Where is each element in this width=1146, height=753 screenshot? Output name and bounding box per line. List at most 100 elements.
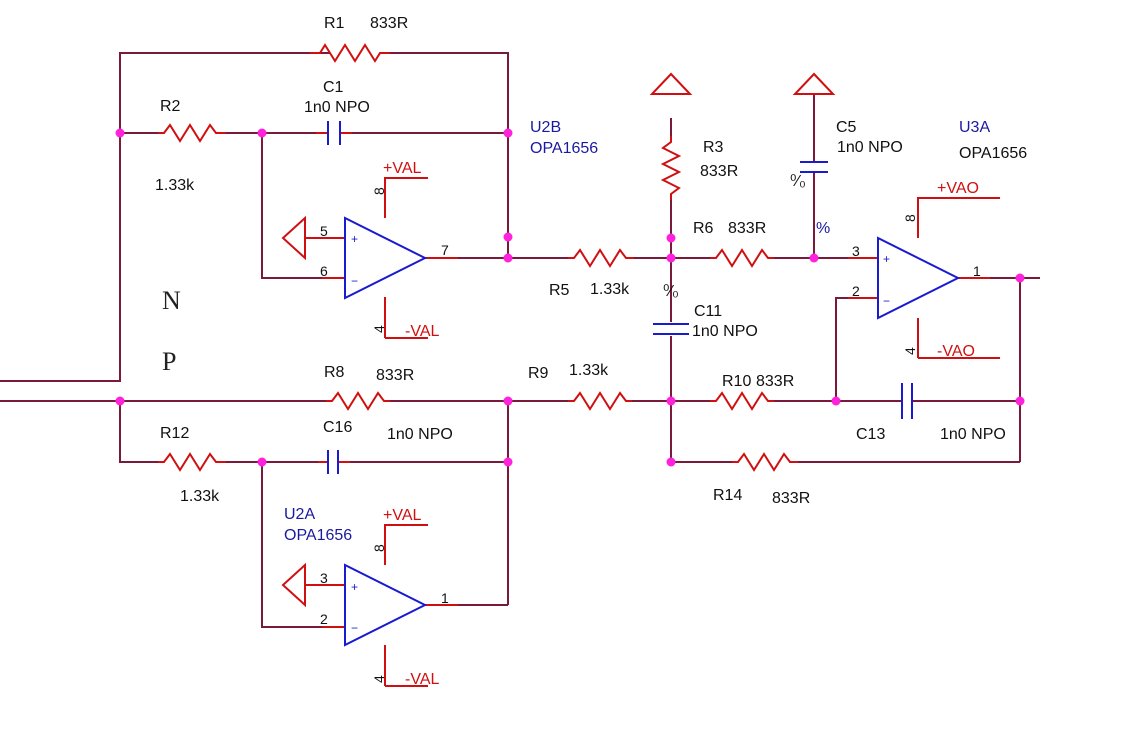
c11-ref: C11	[694, 303, 722, 320]
junction-dot	[666, 253, 676, 263]
resistor-r10: R10 833R	[710, 373, 794, 411]
u2b-part: OPA1656	[530, 140, 598, 157]
u3a-rail-pos: +VAO	[937, 180, 979, 197]
u2b-plus-sign: +	[351, 232, 358, 246]
r10-ref: R10	[722, 373, 751, 390]
junction-dot	[666, 233, 676, 243]
u3a-minus-sign: −	[883, 294, 890, 308]
u3a-pin-vneg: 4	[902, 347, 918, 355]
resistor-r8: R8 833R	[324, 364, 414, 411]
u3a-plus-sign: +	[883, 252, 890, 266]
u2b-minus-sign: −	[351, 274, 358, 288]
u3a-pin-inv: 2	[852, 283, 860, 299]
junction-dot	[503, 396, 513, 406]
resistor-r1: R1 833R	[310, 15, 408, 63]
r2-value: 1.33k	[155, 177, 195, 194]
junctions	[115, 128, 1025, 467]
resistor-r14: R14 833R	[713, 452, 810, 507]
c11-value: 1n0 NPO	[692, 323, 758, 340]
u3a-part: OPA1656	[959, 145, 1027, 162]
ground-icon	[649, 72, 693, 95]
u2a-pin-inv: 2	[320, 611, 328, 627]
r5-ref: R5	[549, 282, 570, 299]
u3a-pin-vpos: 8	[902, 214, 918, 222]
junction-dot	[503, 128, 513, 138]
ground-icon	[281, 215, 306, 261]
opamp-u3a: + − 3 2 1 8 4 +VAO -VAO U3A OPA1656	[848, 119, 1027, 360]
resistor-r9: R9 1.33k	[528, 362, 632, 411]
u2b-rail-neg: -VAL	[405, 323, 439, 340]
c1-value: 1n0 NPO	[304, 99, 370, 116]
u3a-ref: U3A	[959, 119, 990, 136]
r10-value: 833R	[756, 373, 794, 390]
r8-value: 833R	[376, 367, 414, 384]
r14-value: 833R	[772, 490, 810, 507]
junction-dot	[257, 128, 267, 138]
junction-dot	[503, 253, 513, 263]
c13-ref: C13	[856, 426, 885, 443]
u2a-minus-sign: −	[351, 621, 358, 635]
junction-dot	[257, 457, 267, 467]
junction-dot	[1015, 273, 1025, 283]
input-label-p: P	[162, 347, 176, 376]
capacitor-c11: C11 1n0 NPO	[653, 303, 758, 340]
u2a-ref: U2A	[284, 506, 315, 523]
junction-dot	[831, 396, 841, 406]
u2b-pin-vneg: 4	[371, 325, 387, 333]
r2-ref: R2	[160, 98, 181, 115]
junction-dot	[666, 457, 676, 467]
junction-dot	[809, 253, 819, 263]
u2a-plus-sign: +	[351, 580, 358, 594]
opamp-u2b: + − 5 6 7 8 4 +VAL -VAL U2B OPA1656	[281, 119, 598, 340]
u2a-pin-vpos: 8	[371, 544, 387, 552]
u2a-part: OPA1656	[284, 527, 352, 544]
u2b-rail-pos: +VAL	[383, 160, 422, 177]
u2b-pin-noninv: 5	[320, 223, 328, 239]
resistor-r3: R3 833R	[660, 136, 738, 200]
capacitor-c5: C5 1n0 NPO	[800, 119, 903, 173]
u3a-pin-noninv: 3	[852, 243, 860, 259]
junction-dot	[503, 457, 513, 467]
small-percent-mark: ⁰⁄₀	[663, 283, 679, 300]
c5-ref: C5	[836, 119, 857, 136]
r3-ref: R3	[703, 139, 724, 156]
u3a-pin-out: 1	[973, 263, 981, 279]
ground-icon	[281, 562, 306, 608]
junction-dot	[115, 396, 125, 406]
capacitor-c1: C1 1n0 NPO	[304, 79, 370, 145]
junction-dot	[1015, 396, 1025, 406]
r9-value: 1.33k	[569, 362, 609, 379]
r12-ref: R12	[160, 425, 189, 442]
r1-value: 833R	[370, 15, 408, 32]
c13-value: 1n0 NPO	[940, 426, 1006, 443]
u2b-pin-out: 7	[441, 242, 449, 258]
r12-value: 1.33k	[180, 488, 220, 505]
u2b-pin-inv: 6	[320, 263, 328, 279]
u2b-pin-vpos: 8	[371, 187, 387, 195]
u2a-pin-out: 1	[441, 590, 449, 606]
junction-dot	[115, 128, 125, 138]
junction-dot	[666, 396, 676, 406]
resistor-r6: R6 833R	[693, 220, 774, 268]
capacitor-c13: C13 1n0 NPO	[856, 383, 1006, 443]
capacitors: C1 1n0 NPO C5 1n0 NPO C11 1n0 NPO C13 1n…	[304, 79, 1006, 474]
r3-value: 833R	[700, 163, 738, 180]
c1-ref: C1	[323, 79, 344, 96]
r14-ref: R14	[713, 487, 742, 504]
r6-value: 833R	[728, 220, 766, 237]
small-percent-mark: ⁰⁄₀	[790, 173, 806, 190]
opamp-u2a: + − 3 2 1 8 4 +VAL -VAL U2A OPA1656	[281, 506, 458, 688]
junction-dot	[503, 232, 513, 242]
r1-ref: R1	[324, 15, 345, 32]
resistor-r12: R12 1.33k	[158, 425, 226, 505]
u2a-pin-vneg: 4	[371, 675, 387, 683]
resistors: R1 833R R2 1.33k R3 833R R5 1.33k R6 833…	[155, 15, 810, 507]
percent-mark: %	[816, 220, 830, 237]
u2a-pin-noninv: 3	[320, 570, 328, 586]
r9-ref: R9	[528, 365, 549, 382]
c5-value: 1n0 NPO	[837, 139, 903, 156]
c16-ref: C16	[323, 419, 352, 436]
r8-ref: R8	[324, 364, 345, 381]
input-label-n: N	[162, 286, 181, 315]
